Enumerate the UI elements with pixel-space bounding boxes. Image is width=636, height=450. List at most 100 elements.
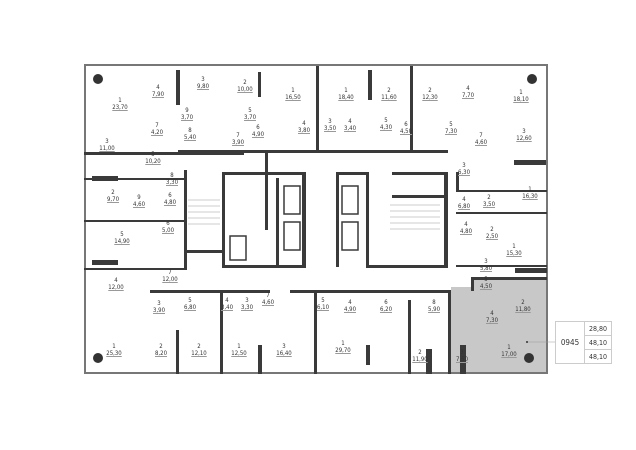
room-number: 3 xyxy=(201,76,205,83)
room-area: 29,70 xyxy=(335,347,351,354)
room-area: 5,00 xyxy=(161,227,175,234)
room-area: 12,60 xyxy=(516,135,532,142)
room-number: 3 xyxy=(245,297,249,304)
room-area: 4,80 xyxy=(459,228,473,235)
room-area: 12,00 xyxy=(108,284,124,291)
room-area: 7,70 xyxy=(461,92,475,99)
room-number: 1 xyxy=(512,243,516,250)
room-area: 4,80 xyxy=(163,199,177,206)
room-area: 8,20 xyxy=(154,350,168,357)
room-number: 1 xyxy=(528,186,532,193)
room-number: 9 xyxy=(137,194,141,201)
elevators xyxy=(229,185,359,261)
room-area: 4,90 xyxy=(343,306,357,313)
room-area: 12,10 xyxy=(191,350,207,357)
room-number: 4 xyxy=(225,297,229,304)
room-number: 2 xyxy=(243,79,247,86)
leader-dot xyxy=(526,341,528,343)
room-number: 1 xyxy=(118,97,122,104)
room-area: 16,40 xyxy=(276,350,292,357)
room-area: 25,30 xyxy=(106,350,122,357)
room-area: 3,90 xyxy=(152,307,166,314)
room-area: 4,50 xyxy=(479,283,493,290)
room-area: 5,80 xyxy=(479,265,493,272)
room-area: 6,10 xyxy=(316,304,330,311)
legend-value: 28,80 xyxy=(585,322,611,336)
room-number: 2 xyxy=(387,87,391,94)
room-area: 5,90 xyxy=(427,306,441,313)
room-number: 4 xyxy=(462,196,466,203)
column-icon xyxy=(93,74,103,84)
walls xyxy=(84,64,548,374)
room-area: 11,90 xyxy=(412,356,428,363)
room-area: 4,60 xyxy=(132,201,146,208)
apartment-code: 0945 xyxy=(556,322,585,363)
room-number: 4 xyxy=(348,299,352,306)
selected-apartment[interactable] xyxy=(451,277,546,374)
room-number: 8 xyxy=(432,299,436,306)
room-area: 7,50 xyxy=(455,356,469,363)
room-area: 5,40 xyxy=(183,134,197,141)
column-icon xyxy=(93,353,103,363)
room-area: 3,80 xyxy=(297,127,311,134)
room-number: 2 xyxy=(428,87,432,94)
room-number: 5 xyxy=(188,297,192,304)
room-number: 5 xyxy=(449,121,453,128)
room-area: 3,40 xyxy=(220,304,234,311)
room-area: 4,20 xyxy=(150,129,164,136)
room-area: 16,50 xyxy=(285,94,301,101)
room-area: 3,30 xyxy=(165,179,179,186)
room-area: 9,70 xyxy=(106,196,120,203)
room-number: 1 xyxy=(237,343,241,350)
room-area: 10,00 xyxy=(237,86,253,93)
room-number: 4 xyxy=(114,277,118,284)
room-number: 4 xyxy=(490,310,494,317)
room-area: 4,90 xyxy=(251,131,265,138)
room-area: 2,50 xyxy=(485,233,499,240)
column-icon xyxy=(527,74,537,84)
room-number: 6 xyxy=(256,124,260,131)
room-area: 4,30 xyxy=(379,124,393,131)
apartment-legend: 0945 28,80 48,10 48,10 xyxy=(555,321,612,364)
room-number: 5 xyxy=(120,231,124,238)
room-number: 9 xyxy=(185,107,189,114)
room-area: 18,10 xyxy=(513,96,529,103)
room-area: 18,40 xyxy=(338,94,354,101)
room-number: 3 xyxy=(328,118,332,125)
room-area: 3,30 xyxy=(240,304,254,311)
room-number: 6 xyxy=(404,121,408,128)
room-number: 3 xyxy=(282,343,286,350)
